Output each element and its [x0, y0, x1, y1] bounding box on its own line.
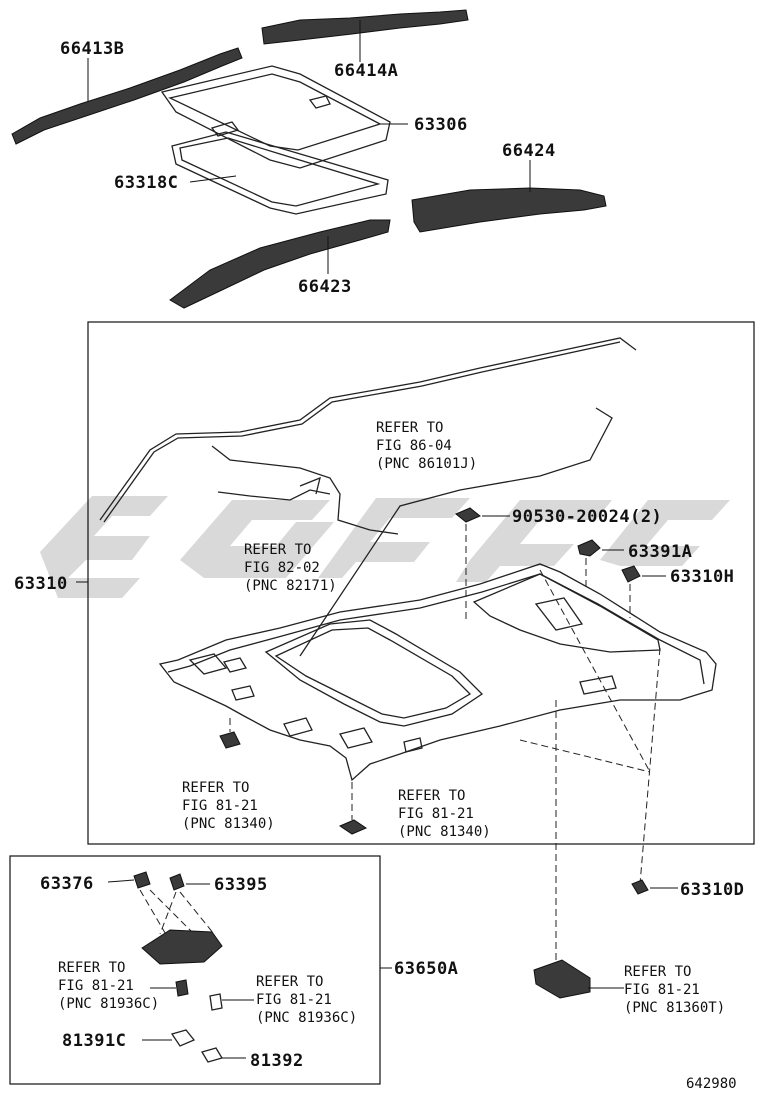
svg-text:REFER TO: REFER TO: [376, 420, 443, 436]
lens-81392: [201, 1047, 223, 1063]
svg-text:FIG 86-04: FIG 86-04: [376, 438, 452, 454]
label-66423: 66423: [298, 277, 352, 297]
clip-63391A: [577, 539, 601, 557]
svg-text:(PNC 81340): (PNC 81340): [398, 824, 491, 840]
svg-text:(PNC 81340): (PNC 81340): [182, 816, 275, 832]
label-63306: 63306: [414, 115, 468, 135]
svg-text:(PNC 86101J): (PNC 86101J): [376, 456, 477, 472]
clip-63310H: [621, 565, 641, 583]
wire-harness: [99, 337, 637, 657]
reference-fig-81-21-c2: REFER TO FIG 81-21 (PNC 81936C): [256, 974, 357, 1026]
diagram-id: 642980: [686, 1076, 737, 1092]
watermark-logo: [40, 496, 730, 598]
label-63376: 63376: [40, 874, 94, 894]
reference-fig-86-04: REFER TO FIG 86-04 (PNC 86101J): [376, 420, 477, 472]
label-63318C: 63318C: [114, 173, 178, 193]
label-90530: 90530-20024(2): [512, 507, 662, 527]
svg-text:FIG 81-21: FIG 81-21: [624, 982, 700, 998]
svg-text:REFER TO: REFER TO: [182, 780, 249, 796]
headliner-63310: [158, 563, 717, 782]
label-66414A: 66414A: [334, 61, 398, 81]
clip-63310D: [631, 879, 649, 895]
reference-fig-82-02: REFER TO FIG 82-02 (PNC 82171): [244, 542, 337, 594]
svg-text:REFER TO: REFER TO: [398, 788, 465, 804]
svg-text:REFER TO: REFER TO: [244, 542, 311, 558]
headliner-assembly-frame: [87, 321, 755, 845]
svg-text:(PNC 82171): (PNC 82171): [244, 578, 337, 594]
screw-63376: [133, 871, 151, 889]
svg-text:FIG 81-21: FIG 81-21: [182, 798, 258, 814]
overhead-console-frame: [9, 855, 381, 1085]
svg-text:(PNC 81360T): (PNC 81360T): [624, 1000, 725, 1016]
map-lamp-center: [338, 819, 368, 835]
moulding-66424: [411, 187, 607, 233]
clip-90530: [455, 507, 481, 523]
reference-fig-81-21-c1: REFER TO FIG 81-21 (PNC 81936C): [58, 960, 159, 1012]
svg-text:REFER TO: REFER TO: [624, 964, 691, 980]
svg-text:FIG 82-02: FIG 82-02: [244, 560, 320, 576]
svg-text:FIG 81-21: FIG 81-21: [256, 992, 332, 1008]
label-66413B: 66413B: [60, 39, 124, 59]
bulb-81936C-right: [209, 993, 223, 1011]
svg-text:FIG 81-21: FIG 81-21: [58, 978, 134, 994]
label-81391C: 81391C: [62, 1031, 126, 1051]
label-63310H: 63310H: [670, 567, 734, 587]
reference-fig-81-21-center: REFER TO FIG 81-21 (PNC 81340): [398, 788, 491, 840]
svg-text:(PNC 81936C): (PNC 81936C): [58, 996, 159, 1012]
label-63650A: 63650A: [394, 959, 458, 979]
room-lamp-81360T: [533, 959, 591, 999]
map-lamp-left: [219, 731, 241, 749]
label-63391A: 63391A: [628, 542, 692, 562]
reference-fig-81-21-right: REFER TO FIG 81-21 (PNC 81360T): [624, 964, 725, 1016]
svg-text:FIG 81-21: FIG 81-21: [398, 806, 474, 822]
moulding-66413B: [11, 47, 243, 145]
lens-81391C: [170, 1029, 196, 1047]
bulb-81936C-left: [175, 979, 189, 997]
sunroof-seal-63318C: [171, 131, 389, 215]
moulding-66423: [169, 219, 391, 309]
label-63395: 63395: [214, 875, 268, 895]
screw-63395: [169, 873, 185, 891]
svg-text:(PNC 81936C): (PNC 81936C): [256, 1010, 357, 1026]
label-81392: 81392: [250, 1051, 304, 1071]
reference-fig-81-21-left: REFER TO FIG 81-21 (PNC 81340): [182, 780, 275, 832]
svg-text:REFER TO: REFER TO: [256, 974, 323, 990]
svg-text:REFER TO: REFER TO: [58, 960, 125, 976]
moulding-66414A: [261, 9, 469, 45]
overhead-console: [141, 929, 223, 965]
label-63310: 63310: [14, 574, 68, 594]
label-66424: 66424: [502, 141, 556, 161]
label-63310D: 63310D: [680, 880, 744, 900]
